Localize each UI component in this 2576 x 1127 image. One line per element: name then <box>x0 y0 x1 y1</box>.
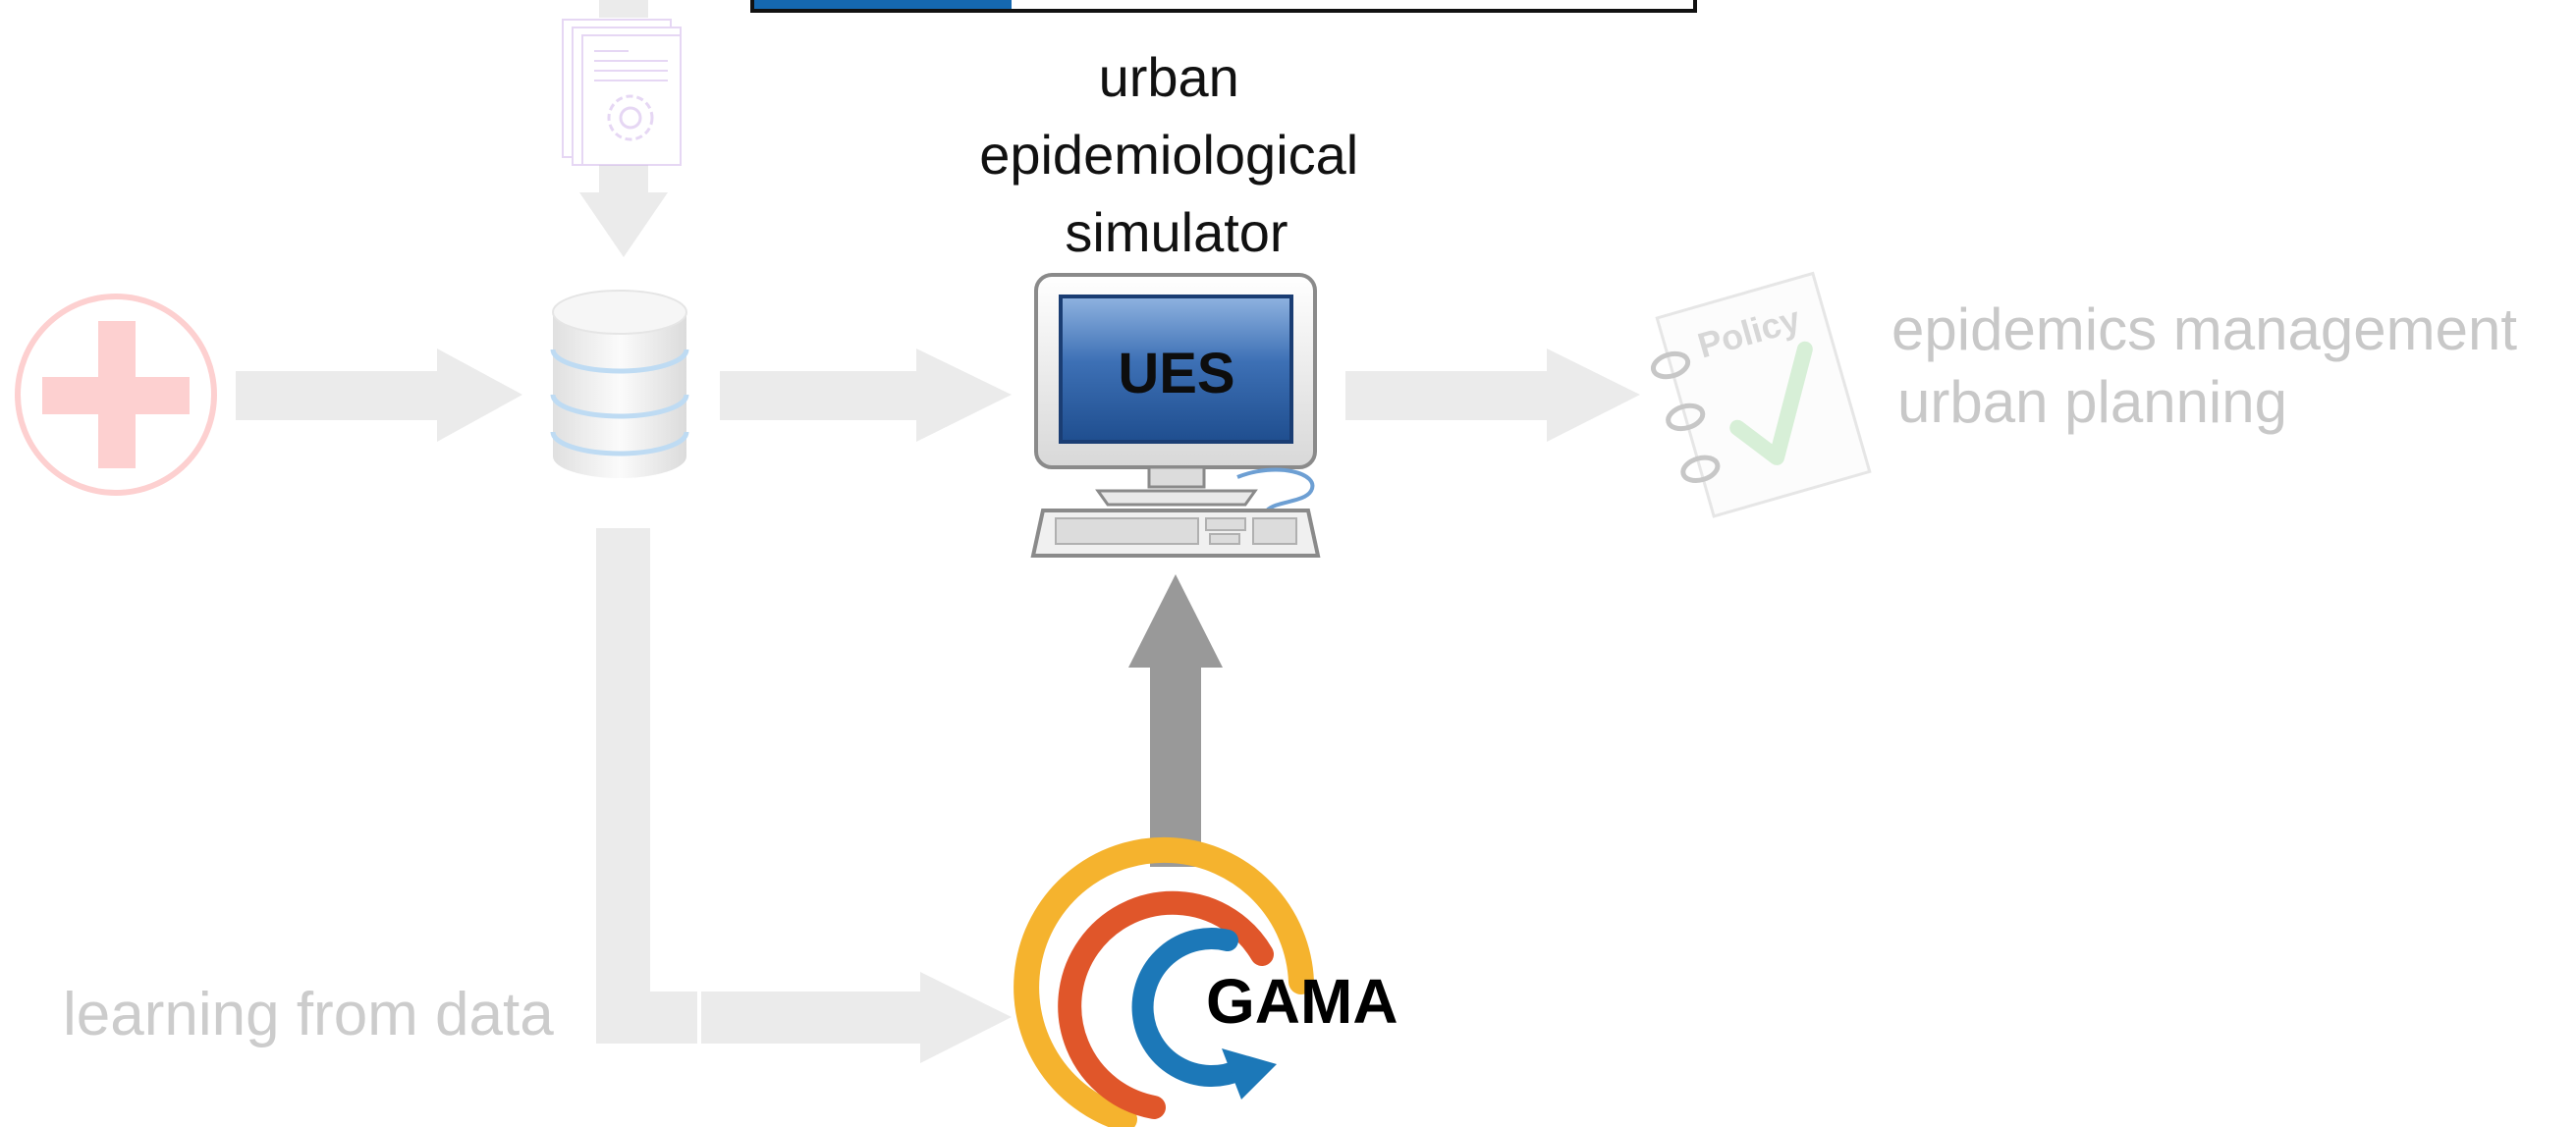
faded-arrow-db-to-simulator <box>720 349 1012 442</box>
outputs-line: urban planning <box>1897 369 2287 435</box>
simulator-title-line: urban <box>1099 46 1239 108</box>
gama-logo-text: GAMA <box>1206 966 1398 1037</box>
faded-arrow-down-top <box>579 0 668 257</box>
active-arrow-gama-to-simulator <box>1128 574 1223 867</box>
faded-arrow-db-to-gama <box>596 528 1012 1063</box>
medical-cross-icon <box>15 294 217 496</box>
simulator-title-line: epidemiological <box>979 124 1358 186</box>
simulator-title: urban epidemiological simulator <box>979 46 1374 263</box>
document-gear-icon <box>562 19 682 166</box>
faded-arrow-simulator-to-policy <box>1345 349 1640 442</box>
gama-logo: GAMA <box>1014 836 1398 1127</box>
outputs-line: epidemics management <box>1891 296 2517 362</box>
outputs-text: epidemics management urban planning <box>1891 296 2534 435</box>
progress-bar <box>750 0 1697 13</box>
screen-label: UES <box>1118 342 1234 405</box>
database-icon <box>550 290 689 478</box>
policy-notepad-icon: Policy <box>1650 271 1872 518</box>
simulator-title-line: simulator <box>1065 201 1288 263</box>
computer-icon: UES <box>1030 273 1321 558</box>
faded-arrow-cross-to-db <box>236 349 522 442</box>
progress-bar-fill <box>754 0 1012 9</box>
learning-label: learning from data <box>63 981 554 1048</box>
